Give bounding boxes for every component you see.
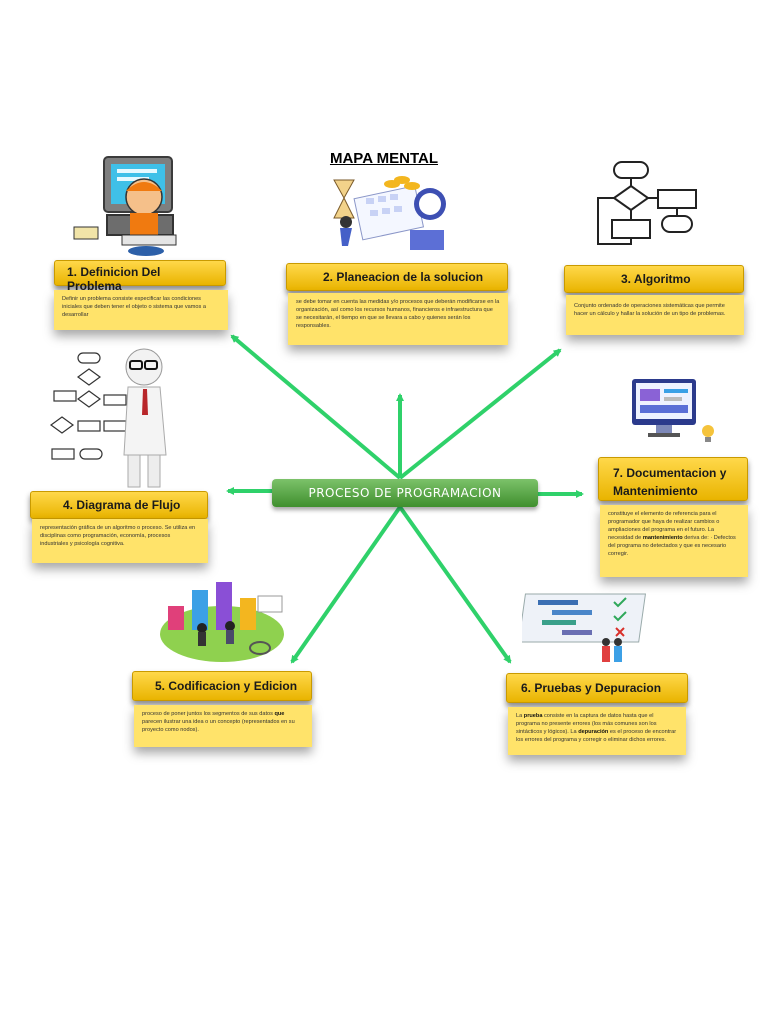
node-4-description: representación gráfica de un algoritmo o… [32, 519, 208, 563]
person-computer-icon [62, 155, 187, 260]
flowchart-person-icon [48, 345, 183, 490]
arrow-to-node-1 [232, 336, 400, 478]
planning-icon [318, 170, 466, 252]
node-1-description: Definir un problema consiste especificar… [54, 290, 228, 330]
node-4-header-text: 4. Diagrama de Flujo [63, 498, 180, 512]
node-7-header-line-1: 7. Documentacion y [613, 464, 747, 482]
monitor-icon [622, 375, 718, 447]
node-1-header: 1. Definicion Del Problema [54, 260, 226, 286]
node-5-header-text: 5. Codificacion y Edicion [155, 679, 297, 693]
flowchart-icon [592, 158, 700, 248]
node-5-description: proceso de poner juntos los segmentos de… [134, 705, 312, 747]
node-6-header-text: 6. Pruebas y Depuracion [521, 681, 661, 695]
center-node: PROCESO DE PROGRAMACION [272, 479, 538, 507]
page-title: MAPA MENTAL [300, 150, 468, 167]
node-4-header: 4. Diagrama de Flujo [30, 491, 208, 519]
bar-chart-icon [158, 576, 288, 664]
arrow-to-node-3 [400, 350, 560, 478]
node-3-description: Conjunto ordenado de operaciones sistemá… [566, 295, 744, 335]
node-3-header: 3. Algoritmo [564, 265, 744, 293]
node-2-description: se debe tomar en cuenta las medidas y/o … [288, 293, 508, 345]
node-5-header: 5. Codificacion y Edicion [132, 671, 312, 701]
node-7-header-line-2: Mantenimiento [613, 482, 747, 500]
node-7-description: constituye el elemento de referencia par… [600, 505, 748, 577]
node-6-description: La prueba consiste en la captura de dato… [508, 707, 686, 755]
node-2-header-text: 2. Planeacion de la solucion [323, 270, 483, 284]
arrow-to-node-5 [292, 507, 400, 662]
node-7-header: 7. Documentacion y Mantenimiento [598, 457, 748, 501]
node-2-header: 2. Planeacion de la solucion [286, 263, 508, 291]
node-6-header: 6. Pruebas y Depuracion [506, 673, 688, 703]
checklist-icon [522, 590, 652, 665]
node-3-header-text: 3. Algoritmo [621, 272, 691, 286]
arrow-to-node-6 [400, 507, 510, 662]
